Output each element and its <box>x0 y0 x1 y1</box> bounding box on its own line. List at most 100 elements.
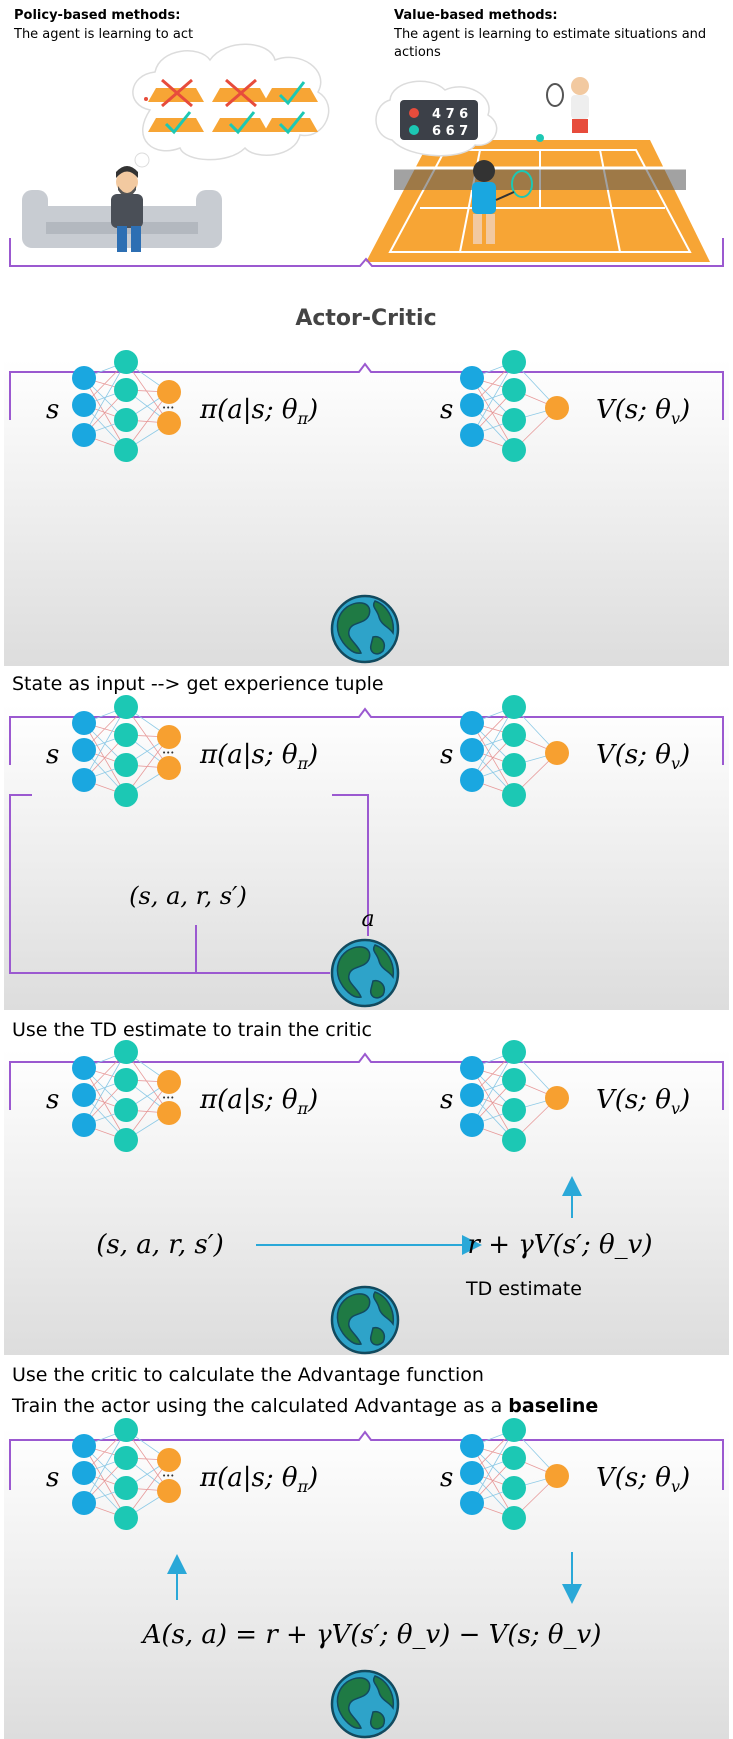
experience-tuple: (s, a, r, s′) <box>129 882 247 910</box>
hidden-node <box>502 1418 526 1442</box>
output-node <box>157 411 181 435</box>
hidden-node <box>114 753 138 777</box>
earth-continent <box>369 1710 385 1730</box>
state-label: s <box>440 740 453 770</box>
hidden-node <box>502 783 526 807</box>
input-node <box>460 1083 484 1107</box>
network-connection <box>125 391 170 451</box>
earth-icon <box>330 594 400 664</box>
network-connection <box>125 706 170 769</box>
input-node <box>72 711 96 735</box>
hidden-node <box>502 1128 526 1152</box>
hidden-node <box>502 1446 526 1470</box>
hidden-node <box>502 753 526 777</box>
hidden-node <box>114 378 138 402</box>
thought-cloud <box>127 43 330 181</box>
hidden-node <box>114 408 138 432</box>
input-node <box>460 738 484 762</box>
output-node <box>545 1086 569 1110</box>
hidden-node <box>114 1098 138 1122</box>
network-connection <box>125 736 170 796</box>
caption-step3-line2-bold: baseline <box>508 1395 598 1417</box>
earth-continent <box>369 635 385 655</box>
network-connection <box>471 722 515 796</box>
hidden-node <box>114 1446 138 1470</box>
action-line <box>332 794 369 936</box>
panel-bracket <box>9 1052 724 1110</box>
hidden-node <box>114 695 138 719</box>
hidden-node <box>114 1476 138 1500</box>
caption-step3-line2-prefix: Train the actor using the calculated Adv… <box>11 1395 508 1417</box>
action-label: a <box>361 907 374 932</box>
scoreboard-row2: 6 6 7 <box>432 124 468 139</box>
network-connection <box>83 361 127 436</box>
hidden-node <box>114 438 138 462</box>
input-node <box>460 711 484 735</box>
network-connection <box>125 1051 170 1114</box>
caption-step2: Use the TD estimate to train the critic <box>12 1019 372 1041</box>
earth-continent <box>372 1675 395 1711</box>
hidden-node <box>114 1068 138 1092</box>
state-label: s <box>440 1085 453 1115</box>
tennis-court-icon <box>366 140 710 262</box>
output-node <box>157 1101 181 1125</box>
caption-step1: State as input --> get experience tuple <box>12 673 384 695</box>
network-connection <box>83 706 127 781</box>
output-node <box>157 1448 181 1472</box>
output-node <box>545 396 569 420</box>
scoreboard-icon: 4 7 6 6 6 7 <box>375 80 498 157</box>
hidden-node <box>502 1506 526 1530</box>
value-title: Value-based methods: <box>394 8 558 23</box>
value-label: V(s; θv) <box>596 1085 690 1118</box>
hidden-node <box>502 1068 526 1092</box>
state-label: s <box>440 1463 453 1493</box>
network-connection <box>83 377 127 451</box>
td-estimate-label: TD estimate <box>465 1278 582 1300</box>
hidden-node <box>502 408 526 432</box>
tennis-player-near-icon <box>472 160 533 244</box>
input-node <box>72 423 96 447</box>
hidden-node <box>114 783 138 807</box>
network-connection <box>471 1429 515 1504</box>
network-connection <box>83 1051 127 1126</box>
input-node <box>460 393 484 417</box>
ellipsis-dots: ••• <box>162 1472 174 1480</box>
output-node <box>157 1479 181 1503</box>
input-node <box>72 366 96 390</box>
td-target: r + γV(s′; θ_v) <box>468 1230 653 1260</box>
earth-icon <box>330 938 400 1008</box>
output-node <box>545 741 569 765</box>
critic-network: s V(s; θv) <box>440 1040 690 1152</box>
experience-tuple: (s, a, r, s′) <box>96 1230 224 1260</box>
actor-critic-title: Actor-Critic <box>295 306 436 331</box>
top-illustration: Policy-based methods: The agent is learn… <box>13 8 710 262</box>
policy-title: Policy-based methods: <box>14 8 180 23</box>
network-connection <box>471 1445 515 1519</box>
input-node <box>460 423 484 447</box>
input-node <box>72 1491 96 1515</box>
input-node <box>72 738 96 762</box>
hidden-node <box>502 1040 526 1064</box>
output-node <box>545 1464 569 1488</box>
output-node <box>157 725 181 749</box>
tennis-player-far-icon <box>536 77 589 142</box>
state-label: s <box>46 1463 59 1493</box>
input-node <box>460 768 484 792</box>
hidden-node <box>114 350 138 374</box>
state-label: s <box>440 395 453 425</box>
input-node <box>72 1461 96 1485</box>
person-thinking-icon <box>111 166 143 252</box>
input-node <box>72 1434 96 1458</box>
earth-continent <box>336 602 371 654</box>
network-connection <box>125 1081 170 1141</box>
state-label: s <box>46 740 59 770</box>
policy-description: The agent is learning to act <box>13 27 193 42</box>
earth-continent <box>372 600 395 636</box>
input-node <box>460 1491 484 1515</box>
hidden-node <box>502 1476 526 1500</box>
panel-bracket <box>9 707 724 765</box>
